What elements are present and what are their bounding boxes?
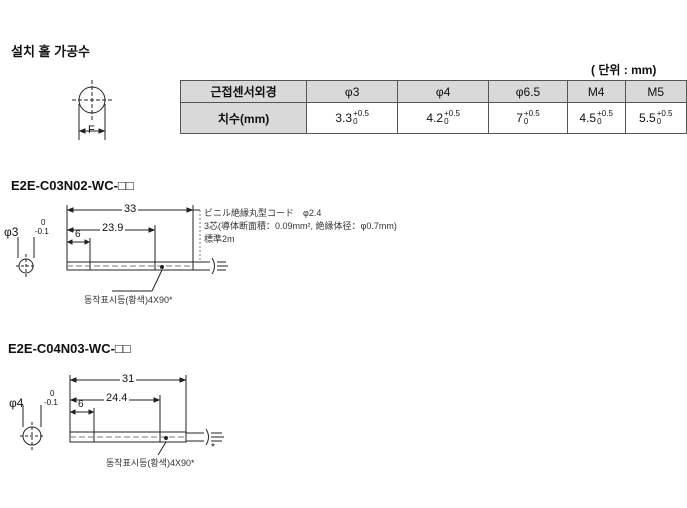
model2-len-tip: 6 <box>78 399 84 410</box>
table-header-row: 근접센서외경 φ3 φ4 φ6.5 M4 M5 <box>179 80 687 103</box>
model2-dia: φ4 <box>9 396 24 410</box>
model2-len-body: 24.4 <box>104 392 130 404</box>
col-size-m5: M5 <box>624 80 687 103</box>
section-title: 설치 홀 가공수 <box>11 44 90 59</box>
model1-cable-note-3: 標準2m <box>204 234 235 244</box>
unit-note: ( 단위 : mm) <box>591 63 657 77</box>
model2-marker: * <box>211 442 215 453</box>
model2-indicator-label: 동작표시등(황색)4X90* <box>106 458 195 468</box>
hole-dim-label: F <box>88 124 95 136</box>
model2-dia-tol: 0 -0.1 <box>44 389 58 407</box>
model1-drawing <box>16 205 228 292</box>
model2-len-total: 31 <box>120 373 137 385</box>
col-size-phi4: φ4 <box>397 80 490 103</box>
col-size-phi6-5: φ6.5 <box>488 80 568 103</box>
model1-indicator-label: 동작표시등(황색)4X90* <box>84 295 173 305</box>
col-size-m4: M4 <box>566 80 626 103</box>
hole-arrow-r <box>98 128 106 134</box>
model1-len-tip: 6 <box>75 229 81 240</box>
model1-dia-tol: 0 -0.1 <box>35 218 49 236</box>
table-row-label: 치수(mm) <box>179 102 308 134</box>
hole-diagram <box>72 80 112 140</box>
model1-len-body: 23.9 <box>100 222 126 234</box>
col-size-phi3: φ3 <box>306 80 399 103</box>
model2-title: E2E-C04N03-WC-□□ <box>8 341 131 356</box>
model1-cable-note-1: ビニル絶縁丸型コード φ2.4 <box>204 208 322 218</box>
hole-arrow-l <box>78 128 86 134</box>
model1-len-total: 33 <box>122 203 139 215</box>
table-header-label: 근접센서외경 <box>179 80 308 103</box>
model2-drawing <box>20 375 224 456</box>
model1-dia: φ3 <box>4 225 19 239</box>
model1-title: E2E-C03N02-WC-□□ <box>11 178 134 193</box>
model1-cable-note-2: 3芯(導体断面積：0.09mm², 絶縁体径：φ0.7mm) <box>204 221 397 231</box>
